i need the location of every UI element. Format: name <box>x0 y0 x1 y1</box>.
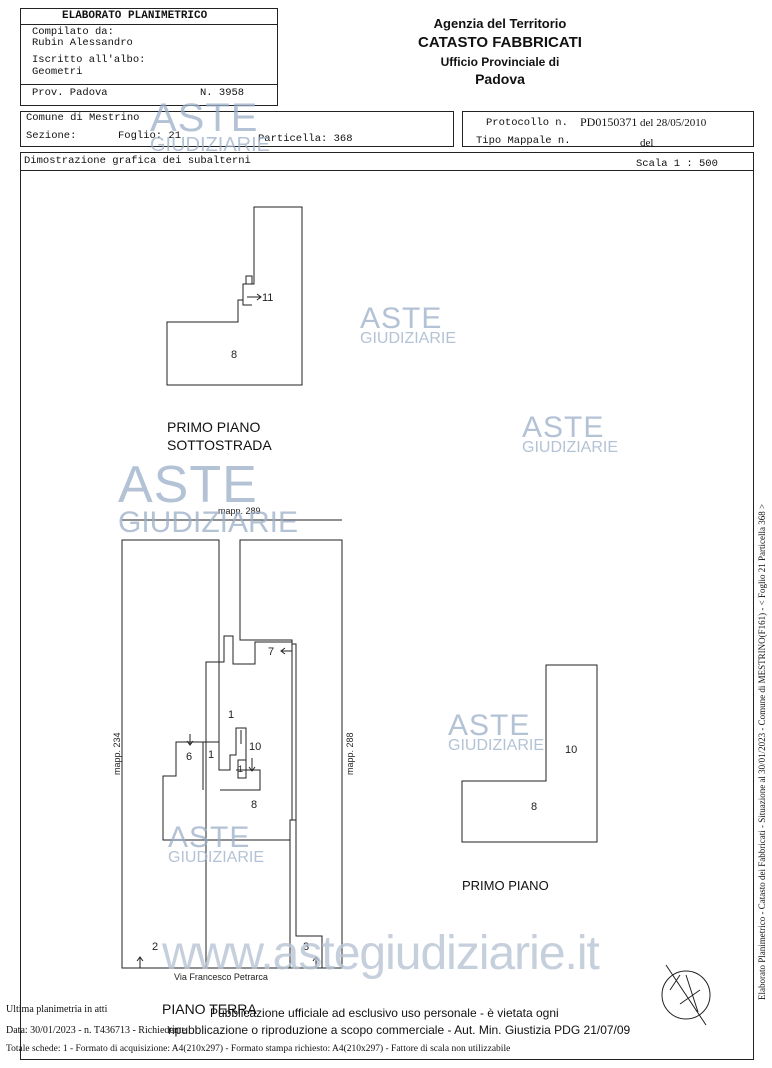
terra-outer-left <box>121 539 220 969</box>
terra-unit-7: 7 <box>268 646 274 658</box>
foglio: Foglio: 21 <box>118 130 182 142</box>
terra-internal-wall-1 <box>218 727 247 771</box>
protocollo-date: del 28/05/2010 <box>640 117 707 129</box>
drawing-frame <box>20 152 754 1060</box>
watermark-notice-1: Pubblicazione ufficiale ad esclusivo uso… <box>210 1006 559 1020</box>
primo-title: PRIMO PIANO <box>462 878 549 893</box>
watermark-notice-2: ripubblicazione o riproduzione a scopo c… <box>168 1023 631 1037</box>
header-title-divider <box>20 24 277 25</box>
registered-value: Geometri <box>32 66 83 78</box>
terra-arrow-3 <box>312 956 320 968</box>
mapp-288-label: mapp. 288 <box>345 732 355 775</box>
street-label: Via Francesco Petrarca <box>174 972 268 982</box>
header-compiler-box <box>20 8 278 106</box>
terra-unit-6: 6 <box>186 751 192 763</box>
terra-unit-3: 3 <box>303 941 309 953</box>
terra-unit-2: 2 <box>152 941 158 953</box>
mapp-289-label: mapp. 289 <box>218 506 261 516</box>
terra-court-inner <box>295 820 323 968</box>
agency-name: Agenzia del Territorio <box>433 16 567 31</box>
protocollo-label: Protocollo n. <box>486 117 568 129</box>
tipo-del: del <box>640 137 654 149</box>
primo-unit-10: 10 <box>565 744 577 756</box>
primo-unit-8: 8 <box>531 801 537 813</box>
agency-city: Padova <box>475 71 525 87</box>
sottostrada-outline <box>166 206 303 386</box>
agency-office: Ufficio Provinciale di <box>440 55 560 69</box>
watermark-url: www.astegiudiziarie.it <box>162 927 600 980</box>
info-comune-box <box>20 111 454 147</box>
registered-label: Iscritto all'albo: <box>32 54 146 66</box>
north-arrow-needle <box>665 964 707 1026</box>
compiled-by: Rubin Alessandro <box>32 37 133 49</box>
terra-arrow-2 <box>136 956 144 968</box>
terra-arrow-10 <box>248 758 256 772</box>
footer-ultima: Ultima planimetria in atti <box>6 1004 108 1015</box>
province: Prov. Padova <box>32 87 108 99</box>
sottostrada-title-2: SOTTOSTRADA <box>167 437 272 453</box>
terra-building <box>162 635 293 841</box>
info-protocollo-box <box>462 111 754 147</box>
mapp-234-label: mapp. 234 <box>112 732 122 775</box>
footer-data: Data: 30/01/2023 - n. T436713 - Richiede… <box>6 1025 187 1036</box>
drawing-header-divider <box>20 170 753 171</box>
scala-label: Scala 1 : 500 <box>636 158 718 170</box>
comune: Comune di Mestrino <box>26 112 140 124</box>
dimostrazione-label: Dimostrazione grafica dei subalterni <box>24 155 251 167</box>
registration-number: N. 3958 <box>200 87 245 99</box>
sottostrada-unit-8: 8 <box>231 349 237 361</box>
tipo-mappale: Tipo Mappale n. <box>476 135 571 147</box>
header-title: ELABORATO PLANIMETRICO <box>62 10 208 22</box>
sezione: Sezione: <box>26 130 77 142</box>
terra-unit-1a: 1 <box>228 709 234 721</box>
primo-outline <box>461 664 598 843</box>
sottostrada-unit-11: 11 <box>262 292 273 304</box>
protocollo-value: PD0150371 <box>580 115 638 129</box>
terra-stair <box>237 730 247 779</box>
terra-arrow-7 <box>280 647 292 655</box>
terra-unit-8: 8 <box>251 799 257 811</box>
terra-unit-1c: 1 <box>238 764 243 774</box>
terra-arrow-6 <box>186 734 194 746</box>
north-arrow-circle <box>661 970 711 1020</box>
agency-catasto: CATASTO FABBRICATI <box>418 34 582 51</box>
sottostrada-title-1: PRIMO PIANO <box>167 419 261 435</box>
compiled-label: Compilato da: <box>32 26 114 38</box>
side-note: Elaborato Planimetrico - Catasto dei Fab… <box>757 503 767 1000</box>
particella: Particella: 368 <box>258 133 353 145</box>
terra-unit-10: 10 <box>249 741 261 753</box>
terra-outer-right <box>239 539 343 969</box>
header-province-divider <box>20 84 277 85</box>
footer-totale: Totale schede: 1 - Formato di acquisizio… <box>6 1044 511 1054</box>
sottostrada-stair <box>242 275 253 306</box>
sottostrada-arrow-11 <box>247 293 262 301</box>
terra-unit-1b: 1 <box>208 749 214 761</box>
terra-title: PIANO TERRA <box>162 1001 257 1017</box>
